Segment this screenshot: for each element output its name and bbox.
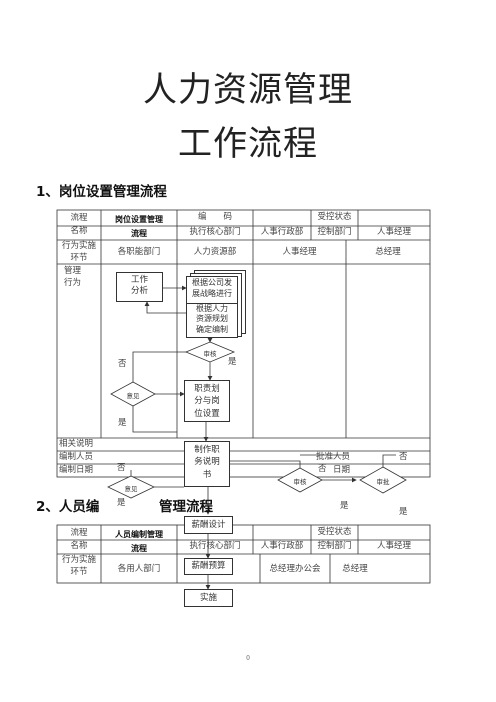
dept-manager-2: 人事经理 <box>376 541 411 551</box>
label-behavior: 管理 行为 <box>64 266 82 288</box>
diamond-opinion-2-label: 意见 <box>124 485 138 493</box>
process-name-2: 人员编制管理 流程 <box>115 530 163 553</box>
diamond-review-label: 审核 <box>203 350 217 358</box>
process-name-1: 岗位设置管理 流程 <box>115 215 163 238</box>
stage-col-2: 人力资源部 <box>193 247 237 257</box>
box-plan: 根据人力 资源规划 确定编制 <box>186 304 238 338</box>
label-yes-1: 是 <box>228 357 237 367</box>
stage-col-4: 总经理 <box>375 247 401 257</box>
title-line-1: 人力资源管理 <box>143 70 353 110</box>
stage-col-1: 各职能部门 <box>117 247 161 257</box>
box-strategy: 根据公司发 展战略进行 <box>186 276 238 304</box>
title-line-2: 工作流程 <box>178 124 318 164</box>
dept-manager-1: 人事经理 <box>376 227 411 237</box>
box-salary-design: 薪酬设计 <box>184 516 233 534</box>
label-no-4: 否 <box>399 452 408 462</box>
dept-admin-2: 人事行政部 <box>260 541 304 551</box>
label-no-3: 否 <box>318 464 327 474</box>
stage-office: 总经理办公会 <box>269 564 321 574</box>
opinion-diamond-2 <box>107 475 155 499</box>
opinion-diamond-1 <box>110 381 156 407</box>
label-process-name-2: 流程 名称 <box>70 528 88 552</box>
diamond-review-2-label: 审核 <box>293 478 307 486</box>
approve-diamond <box>359 466 407 494</box>
section2-heading: 2、人员编 <box>36 499 100 515</box>
label-controlled-state-2: 受控状态 <box>317 527 352 537</box>
label-no-1: 否 <box>118 359 127 369</box>
label-no-2: 否 <box>117 463 126 473</box>
label-edit-date: 编制日期 <box>59 465 94 475</box>
stage-gm: 总经理 <box>342 564 368 574</box>
box-duty-division: 职责划 分与岗 位设置 <box>184 380 230 422</box>
section1-heading: 1、岗位设置管理流程 <box>36 184 167 200</box>
box-salary-budget: 薪酬预算 <box>184 558 233 575</box>
box-job-desc: 制作职 务说明 书 <box>184 441 230 487</box>
label-stage-1: 行为实施 环节 <box>61 241 96 263</box>
label-controlled-state-1: 受控状态 <box>317 212 352 222</box>
review-diamond <box>184 341 236 363</box>
diamond-approve-label: 审批 <box>376 478 390 486</box>
dept-exec-1: 执行核心部门 <box>189 227 241 237</box>
label-yes-3: 是 <box>117 498 126 508</box>
dept-admin-1: 人事行政部 <box>260 227 304 237</box>
label-editor: 编制人员 <box>59 452 94 462</box>
box-work-analysis: 工作 分析 <box>116 272 163 302</box>
label-approver: 批准人员 <box>316 452 351 462</box>
dept-exec-2: 执行核心部门 <box>189 541 241 551</box>
section2-heading-tail: 管理流程 <box>159 499 213 515</box>
stage-col-3: 人事经理 <box>282 247 317 257</box>
label-code: 编 码 <box>197 212 232 222</box>
stage-user: 各用人部门 <box>117 564 161 574</box>
label-yes-2: 是 <box>118 418 127 428</box>
label-yes-4: 是 <box>340 501 349 511</box>
box-implement: 实施 <box>184 589 233 607</box>
label-process-name-1: 流程 名称 <box>70 213 88 237</box>
page-number: 0 <box>246 655 250 662</box>
diamond-opinion-1-label: 意见 <box>126 392 140 400</box>
dept-control-2: 控制部门 <box>317 541 352 551</box>
label-yes-5: 是 <box>399 507 408 517</box>
label-stage-2: 行为实施 环节 <box>61 555 96 577</box>
review-diamond-2 <box>277 467 323 493</box>
label-related: 相关说明 <box>59 439 94 449</box>
label-date: 日期 <box>333 465 351 475</box>
dept-control-1: 控制部门 <box>317 227 352 237</box>
